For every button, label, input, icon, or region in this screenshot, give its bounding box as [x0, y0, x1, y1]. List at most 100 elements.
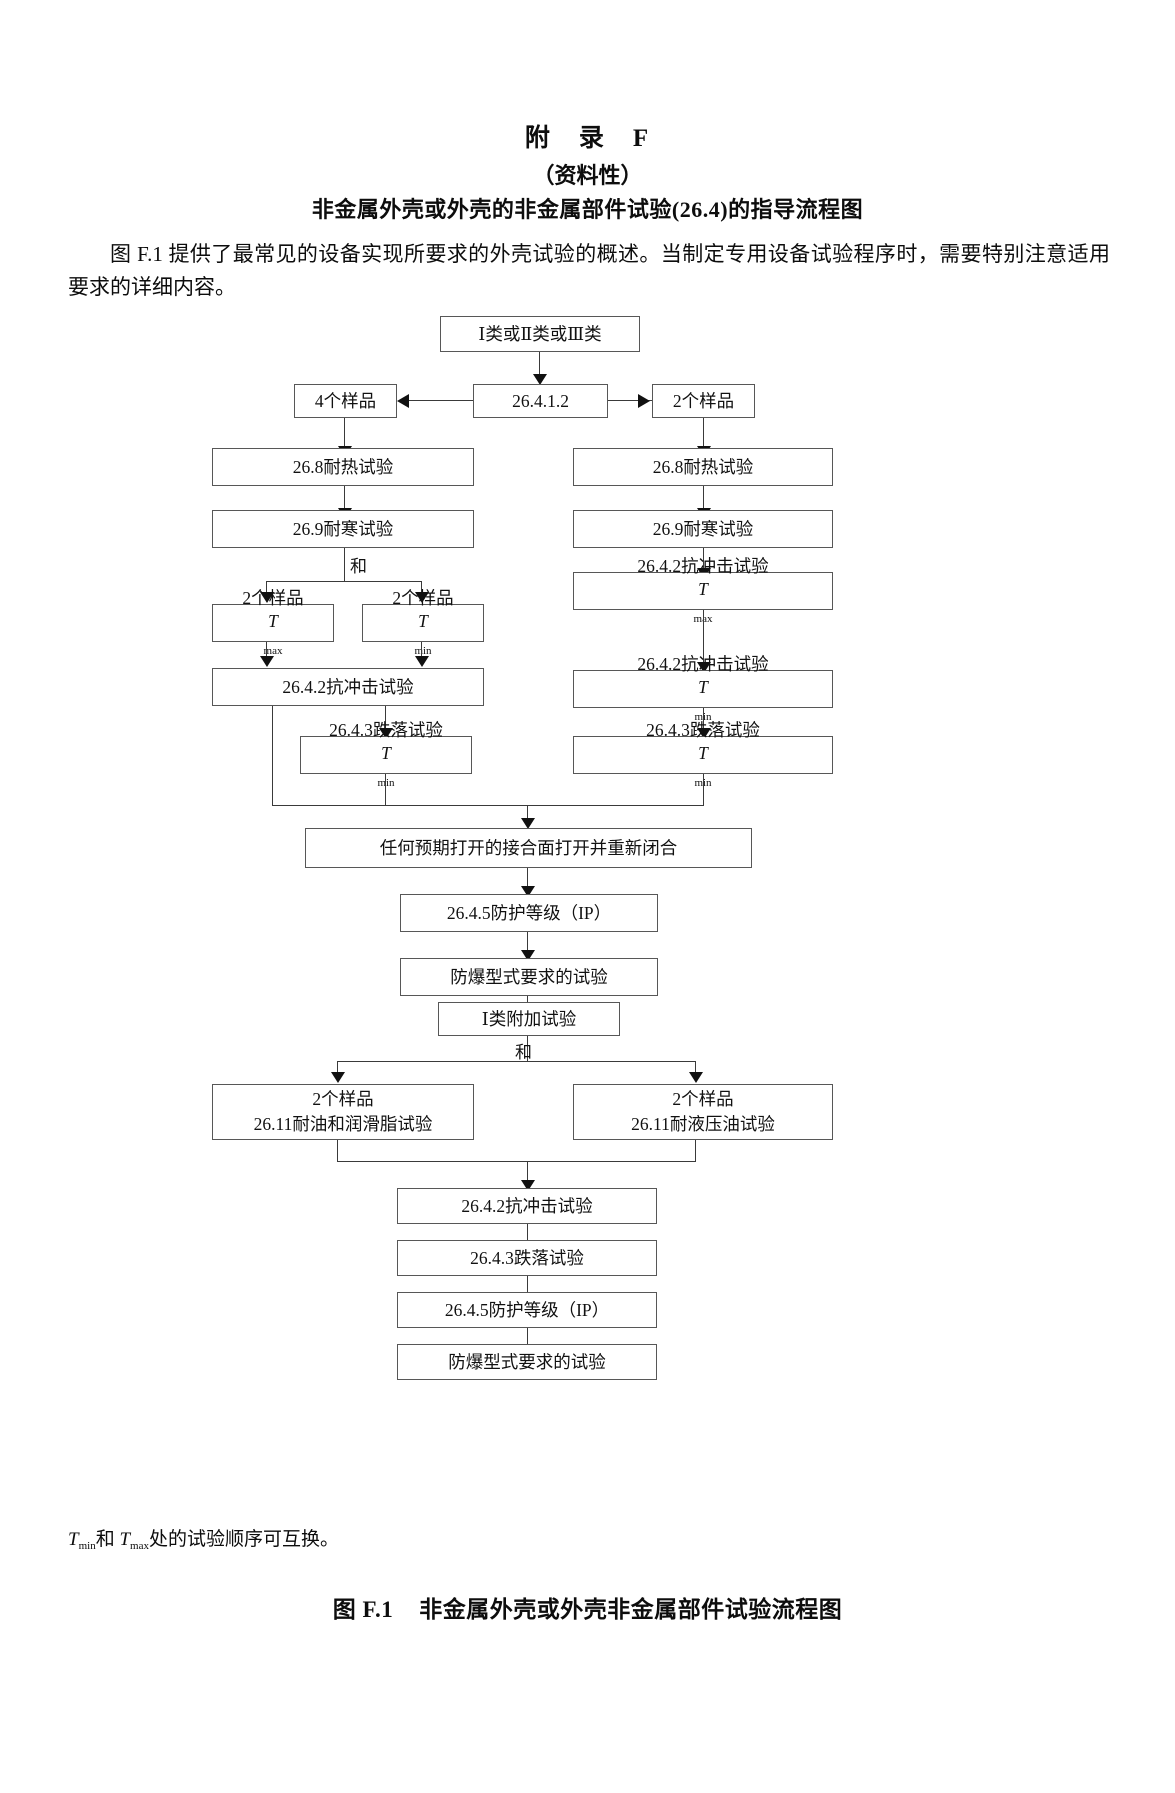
footnote-tmin-sub: min [78, 1540, 96, 1552]
appendix-name: 非金属外壳或外壳的非金属部件试验(26.4)的指导流程图 [311, 197, 864, 222]
footnote-mid: 和 [95, 1529, 120, 1550]
arrowhead-right-drop [697, 728, 711, 739]
node-right-heat-label: 26.8耐热试验 [652, 456, 754, 477]
arrowhead-joint-face [521, 818, 535, 829]
arrowhead-final-impact [521, 1180, 535, 1191]
connector-right-drop-down [703, 774, 705, 806]
connector-merge-right [527, 805, 704, 807]
arrowhead-ip [521, 886, 535, 897]
node-left-impact-label: 26.4.2抗冲击试验 [282, 676, 414, 697]
label-class1-and: 和 [515, 1043, 532, 1062]
node-oil-grease-test: 2个样品 26.11耐油和润滑脂试验 [212, 1084, 474, 1140]
node-left-heat: 26.8耐热试验 [212, 448, 474, 486]
arrowhead-tmin-down [415, 656, 429, 667]
node-right-drop-prefix: 26.4.3跌落试验 [646, 720, 760, 740]
connector-left-split [266, 581, 422, 583]
connector-left-heat-down [344, 486, 346, 512]
node-start: Ⅰ类或Ⅱ类或Ⅲ类 [440, 316, 640, 352]
node-ip-rating-label: 26.4.5防护等级（IP） [446, 902, 612, 923]
node-left-sample-tmin-var: T [418, 611, 428, 631]
connector-left-split-tmin [421, 581, 423, 595]
node-hydraulic-line1: 2个样品 [672, 1089, 734, 1109]
node-joint-face: 任何预期打开的接合面打开并重新闭合 [305, 828, 752, 868]
node-decision-label: 26.4.1.2 [512, 390, 569, 411]
connector-final-impact-down [527, 1224, 529, 1244]
arrowhead-start-down [533, 374, 547, 385]
node-left-drop: 26.4.3跌落试验Tmin [300, 720, 472, 789]
arrowhead-right [638, 394, 650, 408]
connector-oil-split-right [695, 1061, 697, 1075]
appendix-label-text: 附 录 F [524, 125, 651, 152]
connector-right-impact-max-down [703, 610, 705, 666]
node-class1-additional: Ⅰ类附加试验 [438, 1002, 620, 1036]
connector-left-impact-down [385, 706, 387, 730]
arrowhead-right-impact-min [697, 662, 711, 673]
connector-final-drop-down [527, 1276, 529, 1296]
node-final-drop-label: 26.4.3跌落试验 [470, 1247, 584, 1268]
footnote-tmax-var: T [119, 1529, 131, 1550]
node-ip-rating: 26.4.5防护等级（IP） [400, 894, 658, 932]
connector-tmin-down [421, 642, 423, 660]
arrowhead-left-tmax [260, 592, 274, 603]
node-ex-type-test-label: 防爆型式要求的试验 [450, 966, 608, 987]
node-left-sample-tmax-var: T [268, 611, 278, 631]
node-right-samples: 2个样品 [652, 384, 755, 418]
connector-merge-down [527, 805, 529, 823]
connector-right-cold-down [703, 548, 705, 572]
node-right-impact-tmax-label: 26.4.2抗冲击试验Tmax [637, 555, 768, 627]
node-left-sample-tmin-prefix: 2个样品 [392, 588, 454, 608]
node-oil-grease-line1: 2个样品 [312, 1089, 374, 1109]
connector-oil-merge-bus [337, 1161, 696, 1163]
connector-oil-left-down [337, 1140, 339, 1162]
node-left-cold: 26.9耐寒试验 [212, 510, 474, 548]
node-hydraulic-line2: 26.11耐液压油试验 [631, 1114, 775, 1134]
node-ex-type-test: 防爆型式要求的试验 [400, 958, 658, 996]
arrowhead-left [397, 394, 409, 408]
node-right-impact-tmax: 26.4.2抗冲击试验Tmax [573, 556, 833, 625]
node-oil-grease-line2: 26.11耐油和润滑脂试验 [253, 1114, 433, 1134]
label-left-and: 和 [350, 557, 367, 576]
arrowhead-ex-type [521, 950, 535, 961]
arrowhead-oil-grease [331, 1072, 345, 1083]
flowchart: Ⅰ类或Ⅱ类或Ⅲ类 26.4.1.2 4个样品 2个样品 26.8耐热试验 26.… [0, 300, 1175, 1380]
node-left-heat-label: 26.8耐热试验 [292, 456, 394, 477]
figure-footnote: Tmin和 Tmax处的试验顺序可互换。 [68, 1524, 340, 1552]
connector-left-merge-bus [272, 805, 527, 807]
connector-decision-left [409, 400, 473, 402]
footnote-tail: 处的试验顺序可互换。 [149, 1529, 340, 1550]
node-left-sample-tmax-sub: max [263, 645, 283, 657]
footnote-tmin-var: T [68, 1529, 79, 1550]
connector-final-ip-down [527, 1328, 529, 1348]
node-left-drop-prefix: 26.4.3跌落试验 [329, 720, 443, 740]
node-left-samples: 4个样品 [294, 384, 397, 418]
arrowhead-hydraulic [689, 1072, 703, 1083]
node-left-samples-label: 4个样品 [314, 390, 377, 411]
node-right-drop-label: 26.4.3跌落试验Tmin [646, 719, 760, 791]
node-final-drop: 26.4.3跌落试验 [397, 1240, 657, 1276]
node-right-samples-label: 2个样品 [672, 390, 735, 411]
node-final-impact: 26.4.2抗冲击试验 [397, 1188, 657, 1224]
connector-oil-right-down [695, 1140, 697, 1162]
connector-right-samples-down [703, 418, 705, 448]
connector-right-impact-min-down [703, 708, 705, 732]
connector-oil-split-left [337, 1061, 339, 1075]
node-right-cold: 26.9耐寒试验 [573, 510, 833, 548]
node-final-ex-type: 防爆型式要求的试验 [397, 1344, 657, 1380]
node-right-drop-var: T [698, 743, 708, 763]
connector-class1-down [527, 1036, 529, 1062]
node-right-impact-tmax-sub: max [694, 613, 713, 625]
connector-left-cold-down [344, 548, 346, 582]
node-right-drop: 26.4.3跌落试验Tmin [573, 720, 833, 789]
connector-joint-down [527, 868, 529, 890]
node-right-impact-tmin-var: T [698, 677, 708, 697]
connector-ip-down [527, 932, 529, 954]
arrowhead-tmax-down [260, 656, 274, 667]
connector-oil-merge-down [527, 1161, 529, 1185]
node-start-label: Ⅰ类或Ⅱ类或Ⅲ类 [478, 323, 602, 344]
connector-left-samples-down [344, 418, 346, 448]
node-decision: 26.4.1.2 [473, 384, 608, 418]
connector-left-bypass [272, 706, 274, 806]
